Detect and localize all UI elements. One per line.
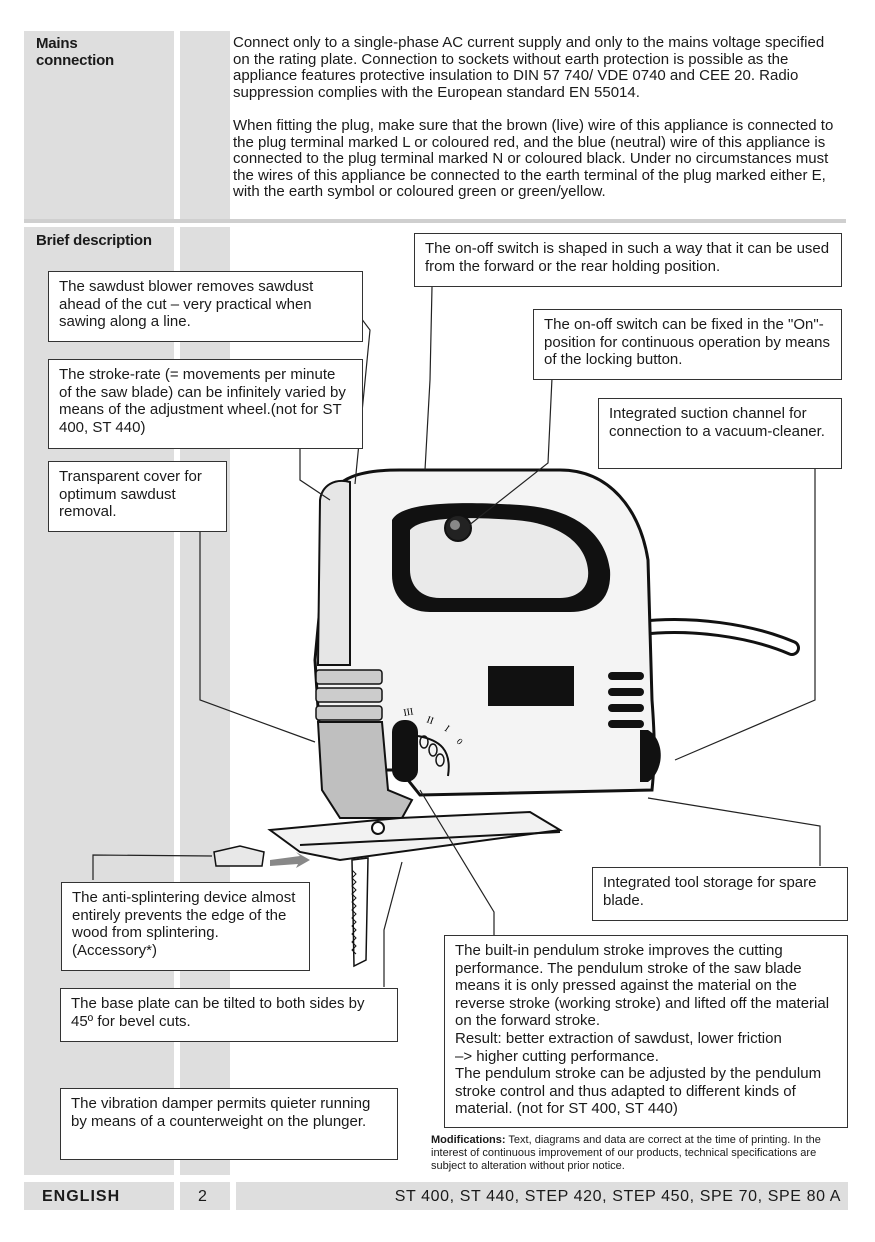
dial-mark-3: III — [403, 706, 415, 719]
footer-page-number: 2 — [198, 1188, 208, 1205]
base-plate — [267, 810, 563, 862]
modifications-label: Modifications: — [431, 1134, 506, 1146]
modifications-text: Text, diagrams and data are correct at t… — [431, 1134, 821, 1172]
dial-mark-2: II — [425, 714, 435, 727]
callout-tool-storage: Integrated tool storage for spare blade. — [592, 867, 848, 921]
mains-paragraph-2: When fitting the plug, make sure that th… — [233, 117, 834, 201]
brief-description-heading: Brief description — [36, 232, 152, 249]
front-body — [316, 480, 351, 666]
mains-spacer-column — [180, 31, 230, 219]
saw-blade — [351, 857, 369, 968]
suction-port — [640, 730, 661, 782]
footer-language-bar — [24, 1182, 174, 1210]
callout-vibration-damper: The vibration damper permits quieter run… — [60, 1088, 398, 1160]
section-divider — [24, 219, 846, 223]
anti-splinter-insert — [213, 845, 265, 867]
callout-base-plate: The base plate can be tilted to both sid… — [60, 988, 398, 1042]
modifications-note: Modifications: Text, diagrams and data a… — [431, 1134, 851, 1173]
footer-language: ENGLISH — [42, 1188, 121, 1205]
callout-on-off-shape: The on-off switch is shaped in such a wa… — [414, 233, 842, 287]
rating-plate — [488, 666, 574, 706]
mains-label-column — [24, 31, 174, 219]
footer-model-list: ST 400, ST 440, STEP 420, STEP 450, SPE … — [394, 1188, 841, 1205]
callout-pendulum-stroke: The built-in pendulum stroke improves th… — [444, 935, 848, 1128]
callout-stroke-rate: The stroke-rate (= movements per minute … — [48, 359, 363, 449]
callout-transparent-cover: Transparent cover for optimum sawdust re… — [48, 461, 227, 532]
callout-sawdust-blower: The sawdust blower removes sawdust ahead… — [48, 271, 363, 342]
stroke-dial — [392, 720, 418, 782]
dial-mark-0: 0 — [455, 736, 466, 747]
dial-mark-1: I — [442, 723, 451, 734]
mains-connection-heading: Mains connection — [36, 35, 115, 69]
footer-models-bar — [236, 1182, 848, 1210]
mains-paragraph-1: Connect only to a single-phase AC curren… — [233, 34, 825, 101]
footer-page-bar — [180, 1182, 230, 1210]
callout-anti-splintering: The anti-splintering device almost entir… — [61, 882, 310, 971]
callout-switch-lock: The on-off switch can be fixed in the "O… — [533, 309, 842, 380]
callout-suction-channel: Integrated suction channel for connectio… — [598, 398, 842, 469]
transparent-cover — [316, 721, 414, 819]
